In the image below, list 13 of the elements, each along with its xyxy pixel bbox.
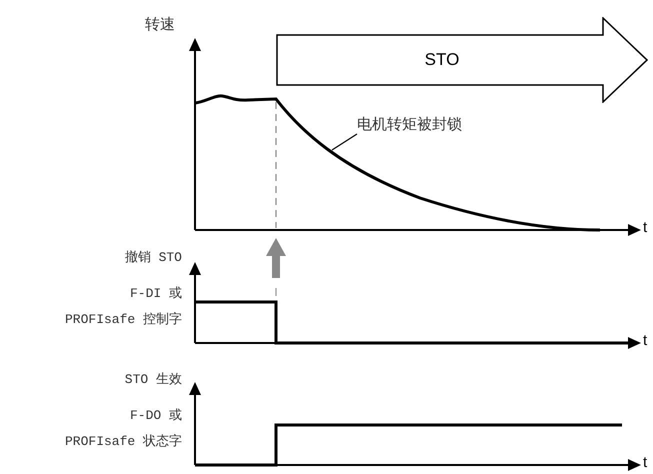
axis-label: t bbox=[643, 219, 648, 237]
axis-label: t bbox=[643, 332, 648, 350]
block-arrow bbox=[276, 17, 648, 103]
signal-label: 撤销 STO bbox=[124, 249, 182, 267]
speed-curve bbox=[194, 94, 600, 232]
leader-line bbox=[332, 134, 358, 150]
signal-label: F-DO 或 PROFIsafe 状态字 bbox=[64, 407, 182, 451]
axis-label: t bbox=[643, 454, 648, 472]
signal-label: STO 生效 bbox=[124, 371, 182, 389]
axis-label: 转速 bbox=[145, 15, 175, 35]
signal-label: F-DI 或 PROFIsafe 控制字 bbox=[64, 285, 182, 329]
callout-text: 电机转矩被封锁 bbox=[357, 114, 462, 136]
block-arrow-label: STO bbox=[424, 49, 460, 72]
